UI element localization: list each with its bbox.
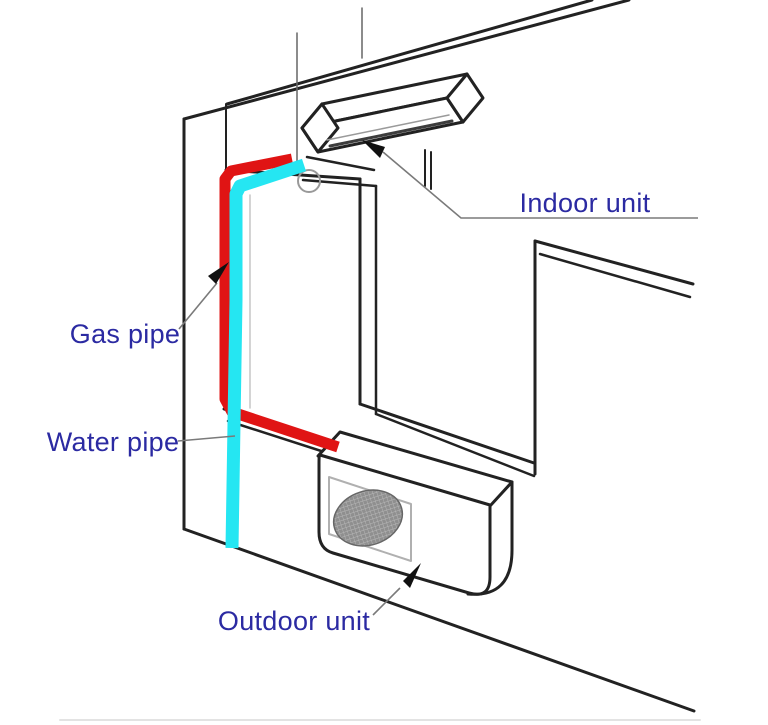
gas-pipe-label: Gas pipe [70,319,180,349]
outdoor-unit-right-end [466,480,514,596]
water-pipe-run [225,158,307,549]
parapet-top-inner-edge [374,412,536,478]
gas-pipe-arrowhead [208,262,229,284]
outdoor-unit [316,430,514,596]
labels: Indoor unit Gas pipe Water pipe Outdoor … [47,188,651,636]
indoor-unit-leader-line [382,151,698,219]
window-top-inner-edge [301,178,378,188]
gas-pipe-leader-line [178,282,218,330]
indoor-unit-air-outlet [328,119,454,148]
outdoor-unit-fan [332,489,404,547]
pipes [219,153,340,549]
right-wall-top-edge [533,239,695,286]
water-pipe-label: Water pipe [47,427,180,457]
ceiling-edge-inner [182,0,631,121]
indoor-unit [297,72,485,193]
pipe-drain-loop [297,169,321,193]
outdoor-unit-leader-line [372,587,401,616]
beam-edge [305,155,376,172]
indoor-unit-arrowhead [362,140,385,158]
indoor-unit-left-end [300,102,340,154]
ceiling-edge-outer [225,0,594,106]
annotations [177,140,698,616]
indoor-unit-label: Indoor unit [520,188,651,218]
indoor-unit-louver-line [326,114,450,141]
gas-pipe-run [219,153,340,453]
outdoor-unit-arrowhead [403,563,421,588]
right-wall-top-inner-edge [538,252,692,299]
water-pipe-leader-line [177,435,236,442]
parapet-top-edge [358,402,536,465]
outdoor-unit-label: Outdoor unit [218,606,370,636]
indoor-unit-right-end [445,72,485,124]
floor-edge [182,527,696,713]
